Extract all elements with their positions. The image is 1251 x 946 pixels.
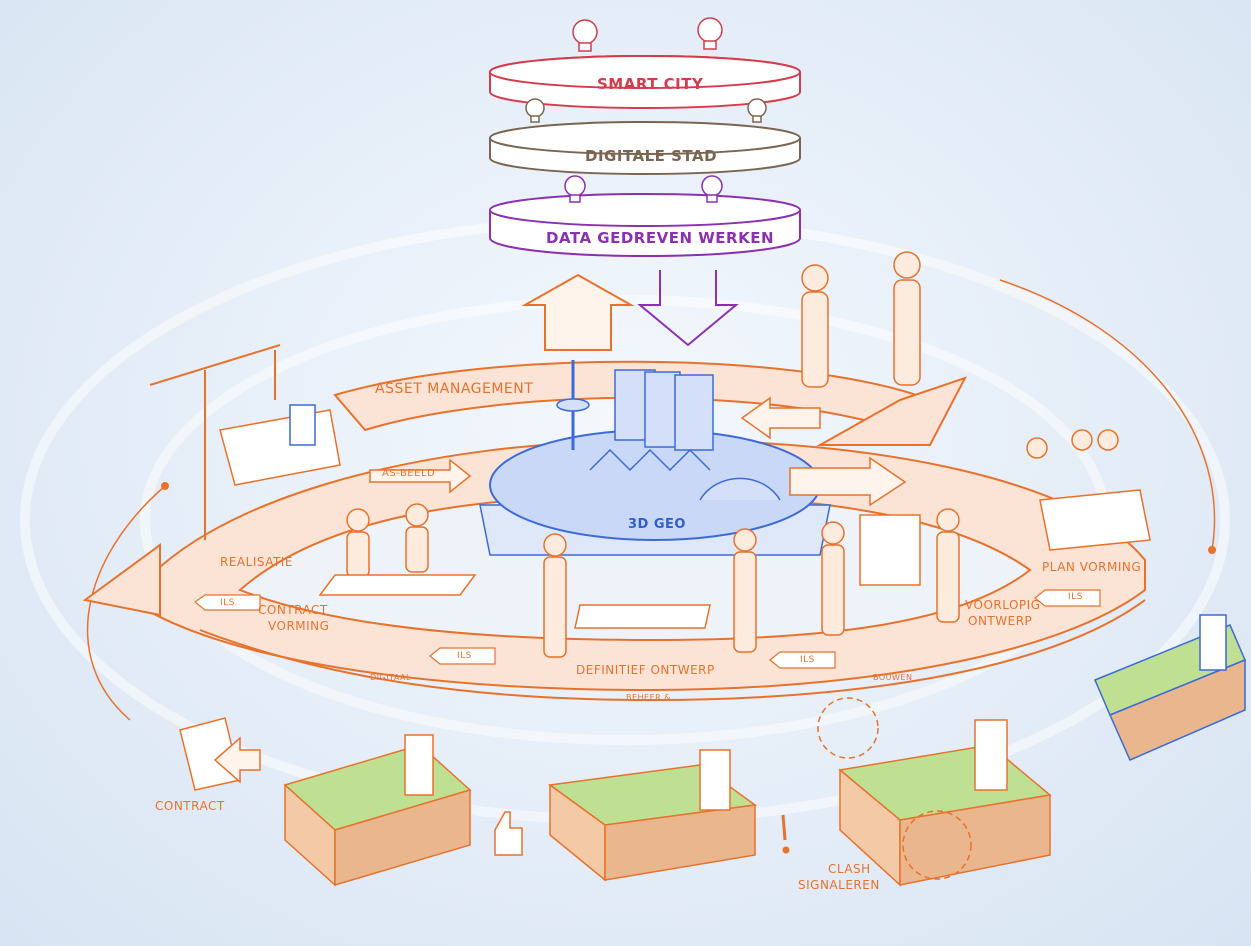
down-arrow-icon [637,270,739,347]
lifecycle-outer-line [86,485,166,721]
bulb-icon [564,175,723,203]
label-definitief-ontwerp: DEFINITIEF ONTWERP [576,663,715,677]
label-contract-vorming-1: CONTRACT [258,603,328,617]
lifecycle-dot-right [1208,546,1216,554]
model-box-1 [283,734,472,887]
geo-platform [479,360,831,556]
contract-document-icon [179,717,261,791]
bulb-icon [525,98,767,123]
ils-arrow [193,589,1101,669]
tier-label-digitale-stad: DIGITALE STAD [585,147,718,165]
label-realisatie: REALISATIE [220,555,293,569]
exclamation-icon [781,814,790,854]
label-digitaal: DIGITAAL [370,673,411,682]
label-clash-1: CLASH [828,862,871,876]
tier-smart-city [489,55,801,109]
as-beeld-arrow [369,458,472,494]
left-arrow-icon [740,396,821,440]
label-contract-vorming-2: VORMING [268,619,330,633]
label-contract: CONTRACT [155,799,225,813]
label-voorlopig-2: ONTWERP [968,614,1033,628]
label-asset-management: ASSET MANAGEMENT [375,381,534,397]
tier-data-gedreven [489,193,801,257]
building-block [219,404,341,486]
bulb-icon [572,17,723,52]
tier-label-data-gedreven: DATA GEDREVEN WERKEN [546,229,774,247]
lifecycle-dot-left [161,482,169,490]
label-plan-vorming: PLAN VORMING [1042,560,1142,574]
ils-label: ILS [457,651,472,661]
right-arrow-icon [789,456,907,507]
model-box-2 [548,749,757,882]
label-bouwen: BOUWEN [873,673,913,682]
thumbs-up-icon [494,811,523,856]
ils-label: ILS [220,598,235,608]
model-box-4 [1094,614,1246,761]
people-figures [346,251,1119,658]
label-beheer: BEHEER & [626,693,672,702]
label-as-beeld: AS-BEELD [382,468,436,479]
up-arrow-icon [521,273,635,351]
asset-arrow-head [816,376,968,446]
tables [318,489,1151,629]
ils-label: ILS [800,655,815,665]
model-box-3 [817,697,1052,887]
crane-icon [149,344,281,540]
label-voorlopig-1: VOORLOPIG [965,598,1041,612]
lifecycle-outer-line-right [999,279,1216,551]
label-clash-2: SIGNALEREN [798,878,880,892]
label-3d-geo: 3D GEO [628,517,686,532]
tier-digitale-stad [489,121,801,175]
ils-label: ILS [1068,592,1083,602]
tier-label-smart-city: SMART CITY [597,75,704,93]
